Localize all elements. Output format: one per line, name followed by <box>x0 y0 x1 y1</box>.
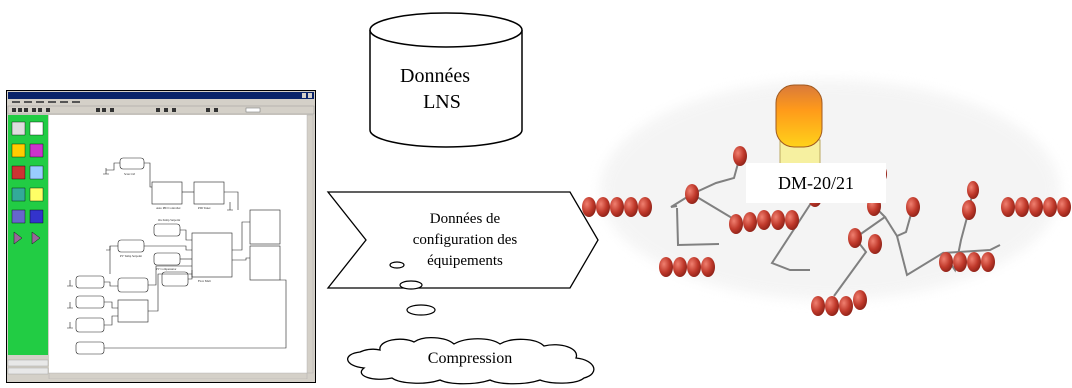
svg-text:Auto PID Controller: Auto PID Controller <box>156 206 181 210</box>
svg-text:PID Tuner: PID Tuner <box>198 206 211 210</box>
config-label-line3: équipements <box>427 253 503 269</box>
toolbar <box>7 105 315 115</box>
software-screenshot-image: Scan Ctrl Auto PID Controller PID Tuner … <box>6 90 316 383</box>
compression-label: Compression <box>427 350 513 367</box>
svg-text:PV Temp Setpoint: PV Temp Setpoint <box>120 254 142 258</box>
database-label-line1: Données <box>400 65 470 87</box>
software-screenshot: Scan Ctrl Auto PID Controller PID Tuner … <box>6 90 316 383</box>
device-label-box <box>746 163 886 203</box>
svg-text:Scan Ctrl: Scan Ctrl <box>124 172 135 176</box>
config-label-line1: Données de <box>429 211 501 227</box>
window-titlebar <box>8 92 314 99</box>
database-cylinder-icon <box>369 12 523 148</box>
cloud-icon <box>347 337 595 385</box>
svg-text:PV Compensator: PV Compensator <box>156 267 177 271</box>
menu-bar <box>8 100 314 105</box>
svg-text:Flow Mult: Flow Mult <box>198 279 211 283</box>
config-label-line2: configuration des <box>412 232 518 248</box>
device-label: DM-20/21 <box>778 173 854 193</box>
svg-text:On-Temp Setpoint: On-Temp Setpoint <box>158 218 180 222</box>
database-label-line2: LNS <box>423 91 461 113</box>
speech-callout-icon <box>326 191 599 316</box>
